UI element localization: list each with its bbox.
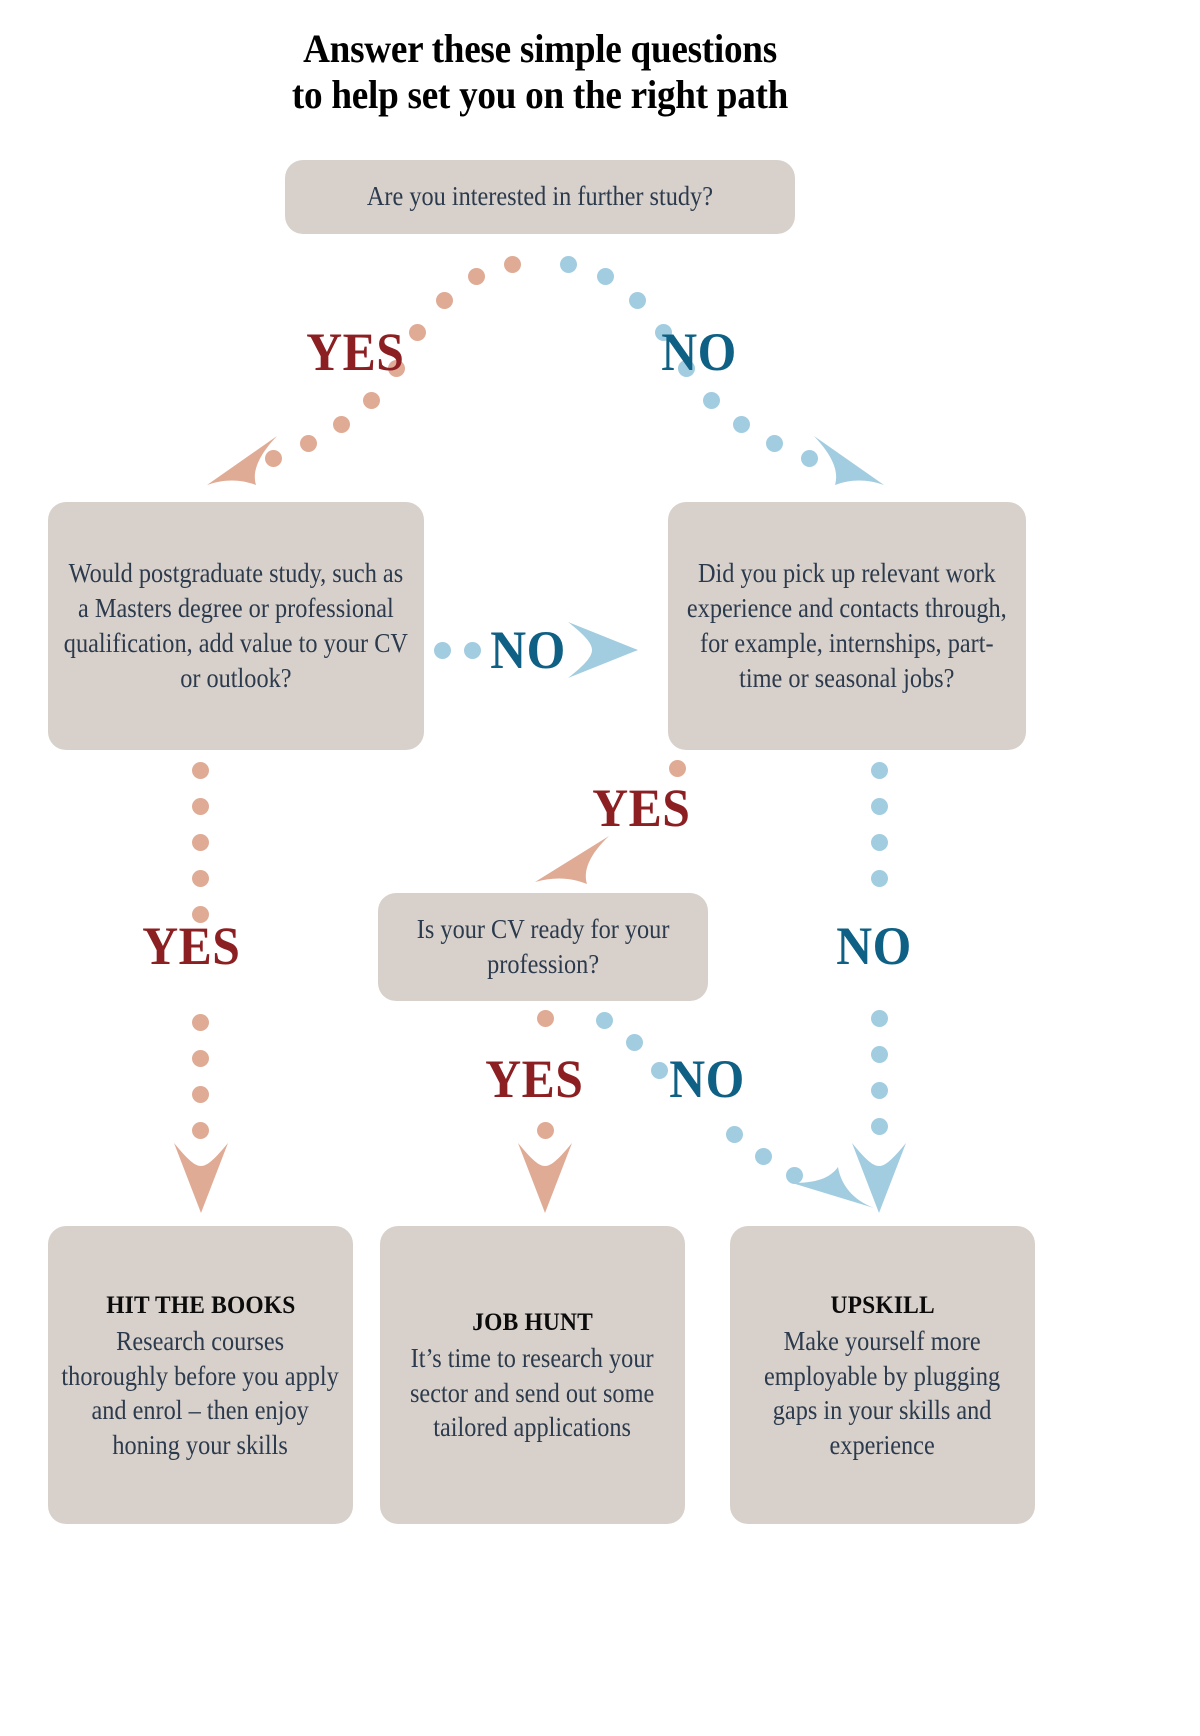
- page-title-line-2: to help set you on the right path: [291, 72, 789, 117]
- result-box-upskill[interactable]: UPSKILL Make yourself more employable by…: [730, 1226, 1035, 1524]
- result-box-job-hunt[interactable]: JOB HUNT It’s time to research your sect…: [380, 1226, 685, 1524]
- result-body-hit-the-books: Research courses thoroughly before you a…: [61, 1325, 340, 1460]
- label-q4-no: NO: [669, 1049, 745, 1109]
- page-title: Answer these simple questions to help se…: [38, 26, 1042, 118]
- result-heading-job-hunt: JOB HUNT: [472, 1307, 593, 1337]
- question-box-cv-ready[interactable]: Is your CV ready for your profession?: [378, 893, 708, 1001]
- question-text-work-experience: Did you pick up relevant work experience…: [687, 557, 1007, 694]
- arrowhead-q3-no: [852, 1143, 906, 1213]
- result-body-job-hunt: It’s time to research your sector and se…: [410, 1343, 655, 1443]
- question-text-cv-ready: Is your CV ready for your profession?: [416, 913, 670, 979]
- label-q2-no: NO: [490, 620, 566, 680]
- question-box-work-experience[interactable]: Did you pick up relevant work experience…: [668, 502, 1026, 750]
- arrowhead-q1-no: [814, 436, 884, 485]
- question-box-further-study[interactable]: Are you interested in further study?: [285, 160, 795, 234]
- arrowhead-q4-no: [792, 1167, 874, 1208]
- label-q1-yes: YES: [306, 322, 405, 382]
- arrowhead-q3-yes: [535, 836, 609, 884]
- label-q2-yes: YES: [142, 916, 241, 976]
- question-box-postgraduate-value[interactable]: Would postgraduate study, such as a Mast…: [48, 502, 424, 750]
- arrowhead-q4-yes: [518, 1143, 572, 1213]
- label-q1-no: NO: [661, 322, 737, 382]
- arrowhead-q2-no: [568, 622, 638, 678]
- label-q3-no: NO: [836, 916, 912, 976]
- page-title-line-1: Answer these simple questions: [303, 26, 777, 71]
- question-text-postgraduate-value: Would postgraduate study, such as a Mast…: [63, 557, 409, 694]
- arrowhead-q2-yes: [174, 1143, 228, 1213]
- label-q4-yes: YES: [485, 1049, 584, 1109]
- result-heading-hit-the-books: HIT THE BOOKS: [105, 1289, 296, 1319]
- question-text-further-study: Are you interested in further study?: [366, 181, 714, 212]
- result-heading-upskill: UPSKILL: [830, 1289, 935, 1319]
- result-box-hit-the-books[interactable]: HIT THE BOOKS Research courses thoroughl…: [48, 1226, 353, 1524]
- result-body-upskill: Make yourself more employable by pluggin…: [764, 1325, 1001, 1460]
- label-q3-yes: YES: [592, 778, 691, 838]
